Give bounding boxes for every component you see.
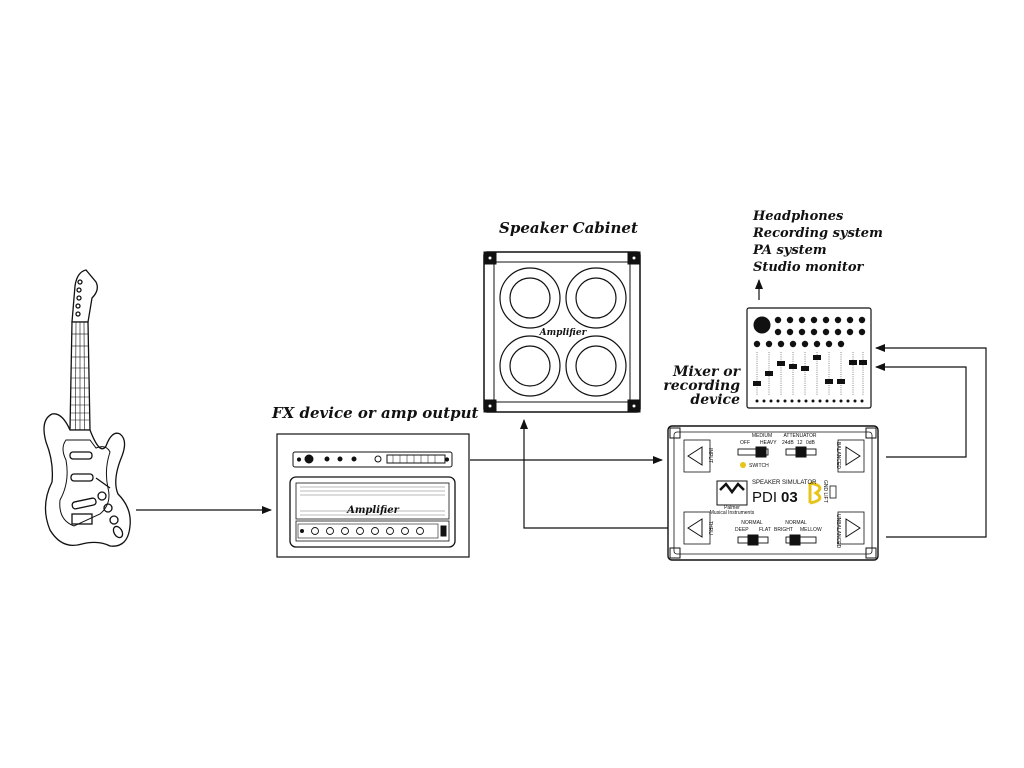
destinations-list: Headphones Recording system PA system St… (753, 208, 883, 276)
signal-connections (136, 279, 987, 538)
destination-item: PA system (753, 243, 827, 258)
destination-item: Studio monitor (753, 260, 864, 275)
speaker-cabinet-label: Speaker Cabinet (499, 219, 638, 237)
unbalanced-to-mixer-arrow (875, 344, 987, 538)
mixer-label-line: device (690, 392, 740, 408)
fx-device-label: FX device or amp output (272, 404, 479, 422)
mixer-label: Mixer or recording device (660, 365, 740, 407)
mixer-device (746, 307, 872, 409)
speaker-cabinet (483, 251, 641, 413)
electric-guitar-icon (43, 269, 131, 547)
destination-item: Headphones (753, 209, 844, 224)
balanced-to-mixer-arrow (875, 363, 967, 458)
thru-to-cabinet-arrow (520, 419, 668, 529)
fx-amp-device (276, 433, 470, 558)
mixer-label-line: Mixer or (672, 364, 740, 380)
destination-item: Recording system (753, 226, 883, 241)
pdi03-speaker-simulator (667, 425, 879, 561)
mixer-label-line: recording (663, 378, 740, 394)
